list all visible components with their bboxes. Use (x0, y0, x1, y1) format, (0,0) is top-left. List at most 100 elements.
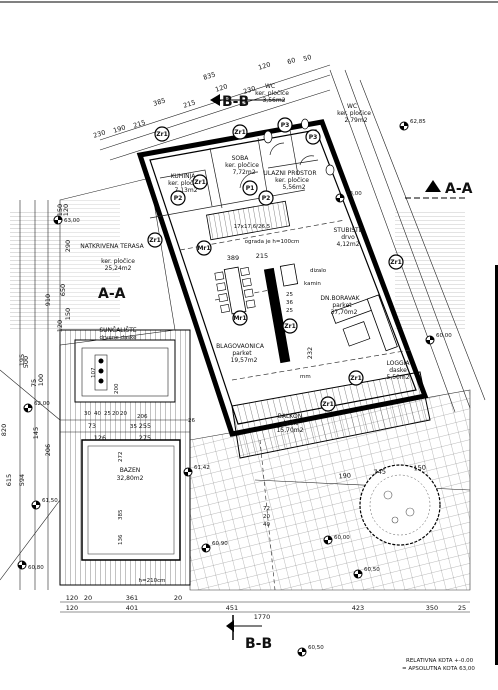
room-stubiste: STUBIŠTE drvo 4,12m2 (333, 227, 362, 248)
room-floor: ker. pločice (168, 180, 202, 187)
legend-line-1: RELATIVNA KOTA +-0.00 (406, 658, 474, 664)
svg-text:290: 290 (64, 240, 72, 252)
svg-text:Mr1: Mr1 (197, 245, 210, 252)
room-soba: SOBA ker. pločice 7,72m2 (225, 155, 259, 176)
svg-text:200: 200 (114, 383, 120, 394)
elevation-marker: 60,00 (323, 535, 350, 545)
room-area: 32,80m2 (117, 475, 144, 482)
svg-text:145: 145 (32, 427, 40, 439)
svg-text:206: 206 (44, 444, 52, 456)
section-label-aa-right: A-A (445, 181, 473, 197)
svg-text:835: 835 (202, 70, 216, 81)
svg-text:60,00: 60,00 (436, 333, 452, 339)
room-floor: daske (281, 420, 299, 427)
svg-text:910: 910 (44, 294, 52, 306)
svg-text:75: 75 (30, 379, 38, 387)
svg-text:401: 401 (126, 604, 138, 612)
dimension-texts-top: 835 120 60 50 385 120 230 215 230 190 21… (92, 53, 312, 140)
svg-text:120: 120 (214, 82, 228, 93)
stair-note: 17x17,6/26,5 (234, 224, 271, 230)
svg-text:Zr1: Zr1 (284, 323, 295, 330)
room-ulazni-prostor: ULAZNI PROSTOR ker. pločice 5,56m2 (263, 170, 316, 191)
section-mark-aa-right: A-A (405, 180, 473, 199)
svg-text:500: 500 (22, 356, 30, 368)
svg-text:20: 20 (174, 594, 182, 602)
svg-text:36: 36 (286, 300, 293, 306)
room-name: KUHINJA (171, 173, 197, 180)
svg-text:230: 230 (92, 128, 106, 139)
room-area: 7,13m2 (174, 187, 197, 194)
room-area: 4,12m2 (336, 241, 359, 248)
svg-text:615: 615 (5, 474, 13, 486)
zone-marker: P2 (258, 190, 274, 206)
room-wc-2: WC ker. pločice 2,79m2 (337, 103, 371, 124)
svg-text:63,00: 63,00 (346, 191, 362, 197)
suncaliste-floor: drvene daske (99, 335, 137, 341)
zone-marker: Zr1 (147, 232, 163, 248)
svg-text:20: 20 (112, 411, 119, 417)
svg-text:50: 50 (302, 53, 312, 63)
svg-text:25: 25 (286, 292, 293, 298)
room-name: BALKON (278, 413, 302, 420)
room-blagovaonica: BLAGOVAONICA parket 19,57m2 (216, 343, 265, 364)
svg-text:Mr1: Mr1 (233, 315, 246, 322)
room-floor: parket (232, 350, 252, 357)
zone-marker: Zr1 (282, 318, 298, 334)
svg-text:Zr1: Zr1 (234, 129, 245, 136)
svg-text:20: 20 (84, 594, 92, 602)
svg-text:Zr1: Zr1 (390, 259, 401, 266)
svg-text:60,00: 60,00 (334, 535, 350, 541)
svg-text:60,50: 60,50 (364, 567, 380, 573)
svg-text:650: 650 (59, 284, 67, 296)
svg-text:120: 120 (66, 604, 78, 612)
svg-text:73: 73 (88, 422, 96, 430)
dimension-texts-pool: 73 126 275 255 30 40 25 20 20 35 206 272… (84, 367, 151, 545)
svg-text:26: 26 (188, 418, 195, 424)
svg-text:P2: P2 (174, 195, 183, 202)
elevation-marker: 63,00 (53, 215, 80, 225)
room-floor: parket (332, 302, 352, 309)
svg-text:Zr1: Zr1 (350, 375, 361, 382)
lift-note: dizalo (310, 268, 327, 274)
svg-text:272: 272 (118, 452, 124, 463)
svg-text:60: 60 (286, 56, 296, 66)
svg-text:120: 120 (257, 60, 271, 71)
svg-text:107: 107 (91, 367, 97, 378)
room-balkon: BALKON daske 15,70m2 (277, 413, 304, 434)
elevation-marker: 60,00 (425, 333, 452, 345)
room-floor: drvo (341, 234, 355, 241)
room-bazen: BAZEN 32,80m2 (117, 467, 144, 482)
svg-text:195: 195 (18, 354, 26, 366)
zone-marker: P1 (242, 180, 258, 196)
svg-text:25: 25 (458, 604, 466, 612)
zone-marker: P2 (170, 190, 186, 206)
mm-note: mm (300, 374, 311, 380)
svg-text:61,50: 61,50 (42, 498, 58, 504)
svg-text:120: 120 (56, 320, 64, 332)
svg-text:150: 150 (56, 204, 64, 216)
svg-text:25: 25 (104, 411, 111, 417)
section-mark-bb-top: B-B (210, 94, 285, 110)
room-name: BLAGOVAONICA (216, 343, 265, 350)
svg-text:120: 120 (66, 594, 78, 602)
elevation-marker: 63,00 (335, 191, 362, 203)
svg-text:Zr1: Zr1 (149, 237, 160, 244)
room-name: WC (265, 83, 275, 90)
svg-text:255: 255 (139, 422, 151, 430)
room-area: 5,50m2 (386, 374, 409, 381)
svg-text:361: 361 (126, 594, 138, 602)
room-floor: ker. pločice (101, 258, 135, 265)
svg-text:35: 35 (130, 424, 137, 430)
svg-text:P3: P3 (281, 122, 290, 129)
svg-text:451: 451 (226, 604, 238, 612)
section-mark-aa-left: A-A (98, 286, 126, 302)
svg-text:385: 385 (118, 509, 124, 520)
svg-text:206: 206 (137, 414, 148, 420)
room-loggia: LOGGIA daske 5,50m2 (386, 360, 410, 381)
section-label-bb-bottom: B-B (245, 636, 272, 652)
elevation-marker: 60,50 (353, 567, 380, 579)
svg-text:62,85: 62,85 (410, 119, 426, 125)
svg-text:594: 594 (18, 474, 26, 486)
room-area: 37,70m2 (331, 309, 358, 316)
